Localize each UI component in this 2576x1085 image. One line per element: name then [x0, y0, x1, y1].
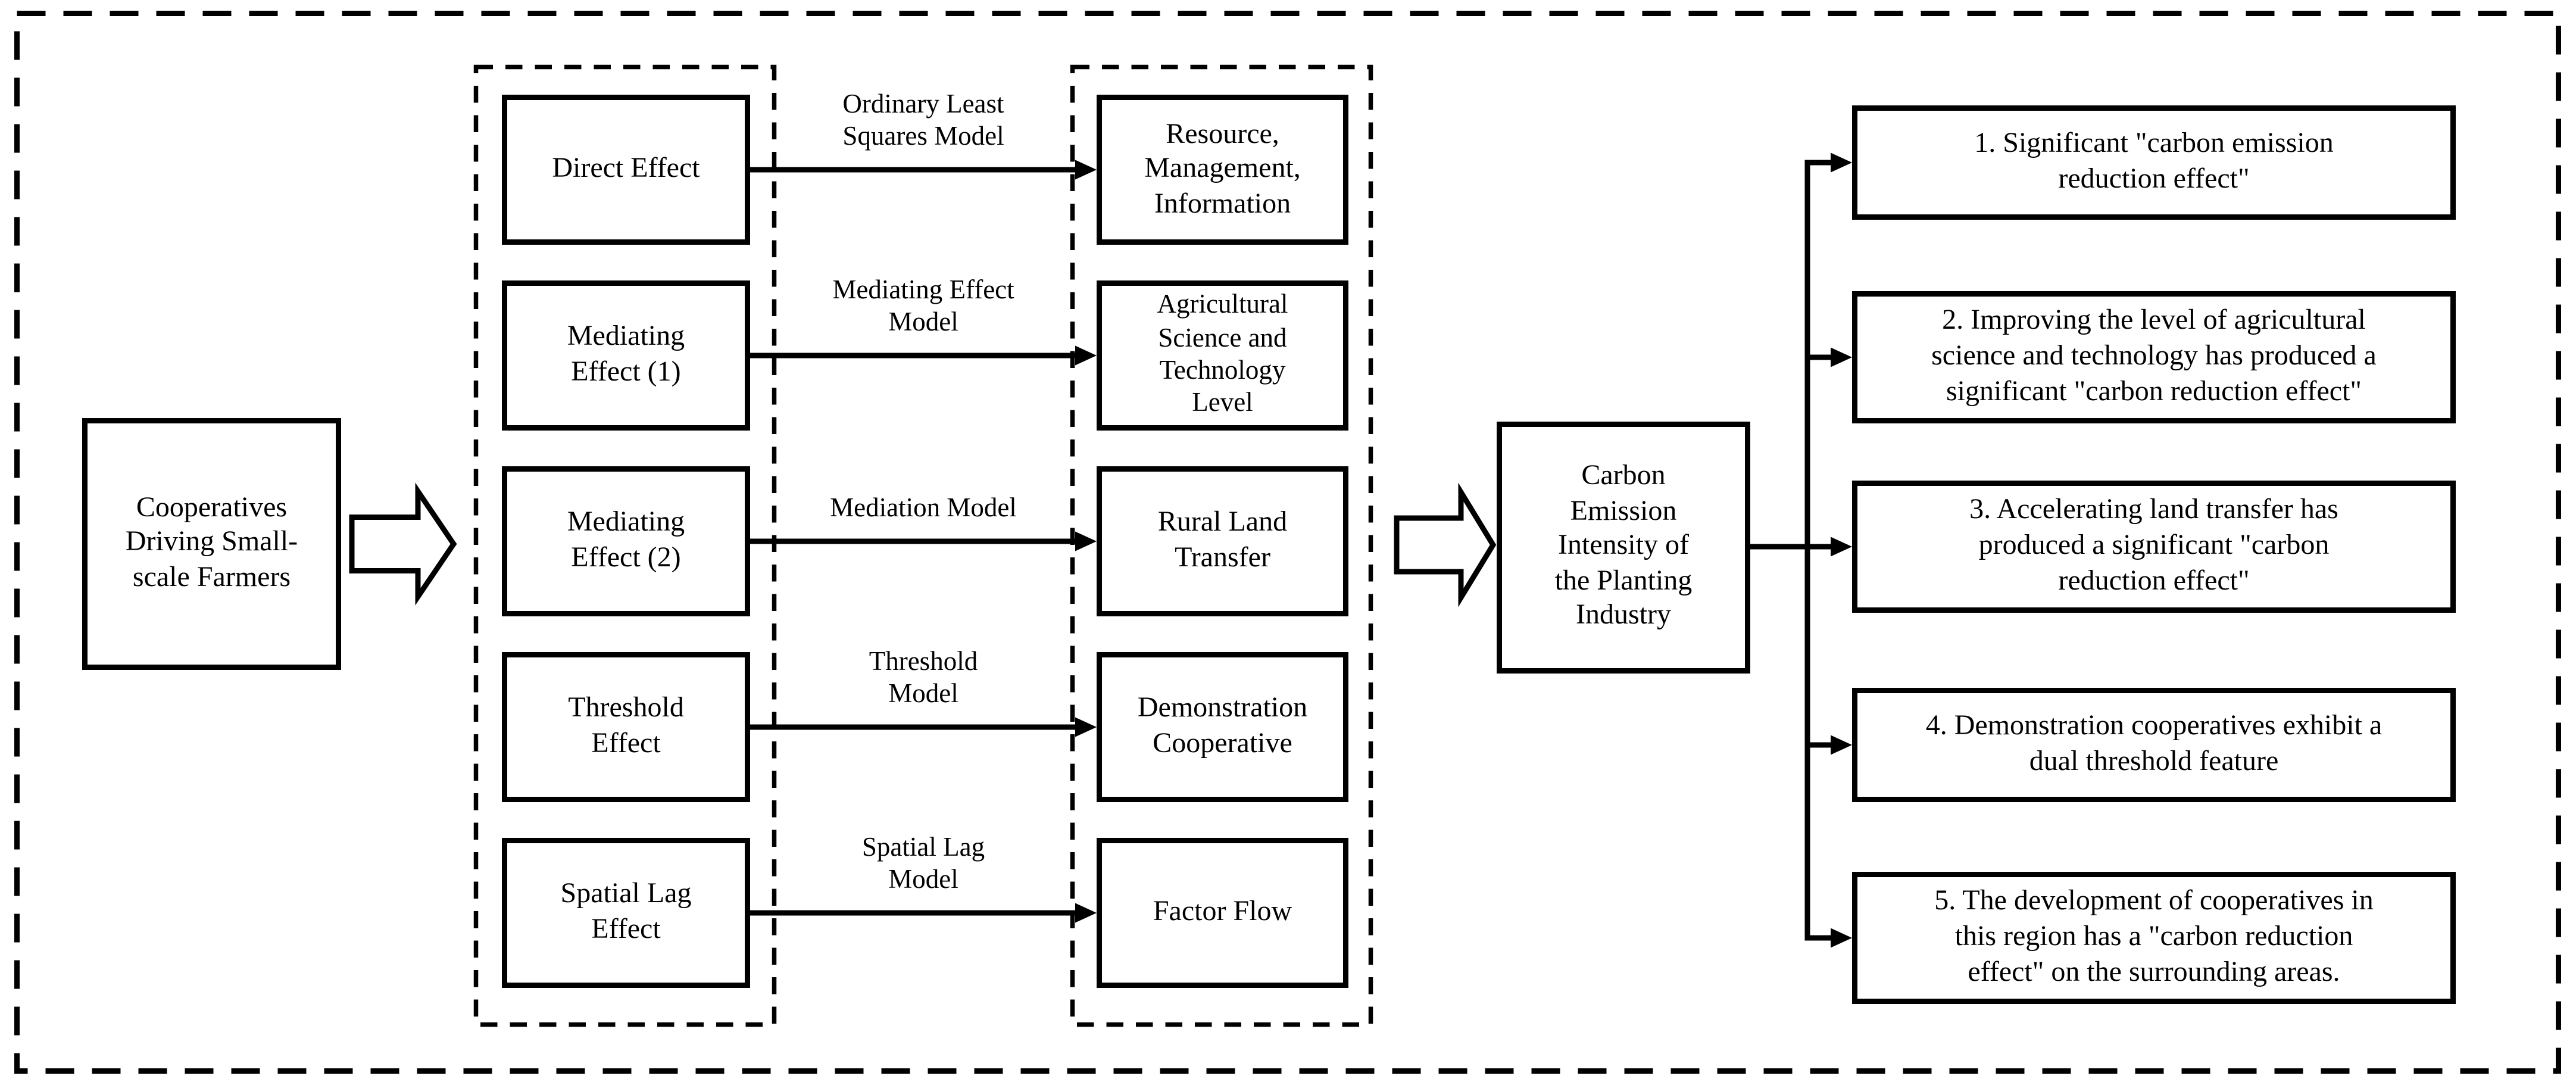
branch-arrowhead-5 — [1831, 928, 1852, 948]
effect-box-label: Mediating Effect (1) — [567, 322, 685, 388]
finding-box-5: 5. The development of cooperatives in th… — [1852, 872, 2456, 1004]
effect-box-direct-effect: Direct Effect — [502, 95, 750, 245]
branch-arrowhead-4 — [1831, 735, 1852, 755]
outcome-box-agricultural-science-technology: Agricultural Science and Technology Leve… — [1097, 280, 1348, 431]
effect-box-spatial-lag-effect: Spatial Lag Effect — [502, 838, 750, 988]
finding-text-2: 2. Improving the level of agricultural s… — [1931, 305, 2377, 407]
outcome-box-label: Factor Flow — [1153, 897, 1292, 928]
model-label-mediation-model: Mediation Model — [780, 494, 1066, 527]
effect-box-threshold-effect: Threshold Effect — [502, 652, 750, 802]
finding-text-4: 4. Demonstration cooperatives exhibit a … — [1925, 711, 2383, 777]
effect-box-label: Direct Effect — [552, 154, 700, 185]
model-label-mediating-effect-model: Mediating Effect Model — [780, 275, 1066, 342]
finding-box-2: 2. Improving the level of agricultural s… — [1852, 291, 2456, 423]
findings-branch-tree — [1750, 152, 1852, 948]
model-label-text: Mediation Model — [830, 495, 1017, 524]
model-label-text: Spatial Lag Model — [861, 833, 985, 896]
finding-box-4: 4. Demonstration cooperatives exhibit a … — [1852, 688, 2456, 802]
row-arrow-direct-effect — [750, 160, 1097, 180]
model-label-threshold-model: Threshold Model — [780, 646, 1066, 713]
model-label-text: Ordinary Least Squares Model — [842, 90, 1004, 152]
model-label-ordinary-least-squares: Ordinary Least Squares Model — [780, 89, 1066, 156]
effect-box-label: Mediating Effect (2) — [567, 508, 685, 573]
outcome-box-label: Demonstration Cooperative — [1137, 694, 1308, 759]
outcome-box-label: Resource, Management, Information — [1144, 119, 1301, 220]
effect-box-mediating-effect-2: Mediating Effect (2) — [502, 466, 750, 616]
model-label-text: Mediating Effect Model — [832, 276, 1014, 338]
outcome-box-label: Agricultural Science and Technology Leve… — [1157, 292, 1288, 419]
row-arrow-mediating-1 — [750, 345, 1097, 366]
finding-box-3: 3. Accelerating land transfer has produc… — [1852, 481, 2456, 613]
branch-arrowhead-1 — [1831, 152, 1852, 173]
outcome-box-factor-flow: Factor Flow — [1097, 838, 1348, 988]
effect-box-mediating-effect-1: Mediating Effect (1) — [502, 280, 750, 431]
block-arrow-source-to-effects — [349, 482, 457, 606]
source-box-label: Cooperatives Driving Small- scale Farmer… — [125, 492, 298, 593]
model-label-text: Threshold Model — [869, 647, 978, 710]
row-arrow-mediating-2 — [750, 531, 1097, 551]
finding-text-3: 3. Accelerating land transfer has produc… — [1969, 495, 2338, 597]
block-arrow-outcomes-to-carbon — [1394, 482, 1497, 607]
outcome-box-label: Rural Land Transfer — [1157, 508, 1288, 573]
row-arrow-spatial-lag — [750, 903, 1097, 923]
finding-box-1: 1. Significant "carbon emission reductio… — [1852, 105, 2456, 220]
outcome-box-resource-management-information: Resource, Management, Information — [1097, 95, 1348, 245]
effect-box-label: Threshold Effect — [568, 694, 684, 759]
effect-box-label: Spatial Lag Effect — [560, 880, 692, 945]
outcome-box-rural-land-transfer: Rural Land Transfer — [1097, 466, 1348, 616]
carbon-emission-intensity-box: Carbon Emission Intensity of the Plantin… — [1497, 420, 1750, 673]
branch-arrowhead-2 — [1831, 347, 1852, 367]
model-label-spatial-lag-model: Spatial Lag Model — [780, 832, 1066, 899]
finding-text-5: 5. The development of cooperatives in th… — [1934, 886, 2374, 988]
branch-arrowhead-3 — [1831, 537, 1852, 557]
finding-text-1: 1. Significant "carbon emission reductio… — [1974, 129, 2334, 195]
source-box-cooperatives: Cooperatives Driving Small- scale Farmer… — [82, 417, 341, 669]
row-arrow-threshold — [750, 717, 1097, 737]
carbon-emission-intensity-label: Carbon Emission Intensity of the Plantin… — [1554, 461, 1693, 631]
outcome-box-demonstration-cooperative: Demonstration Cooperative — [1097, 652, 1348, 802]
